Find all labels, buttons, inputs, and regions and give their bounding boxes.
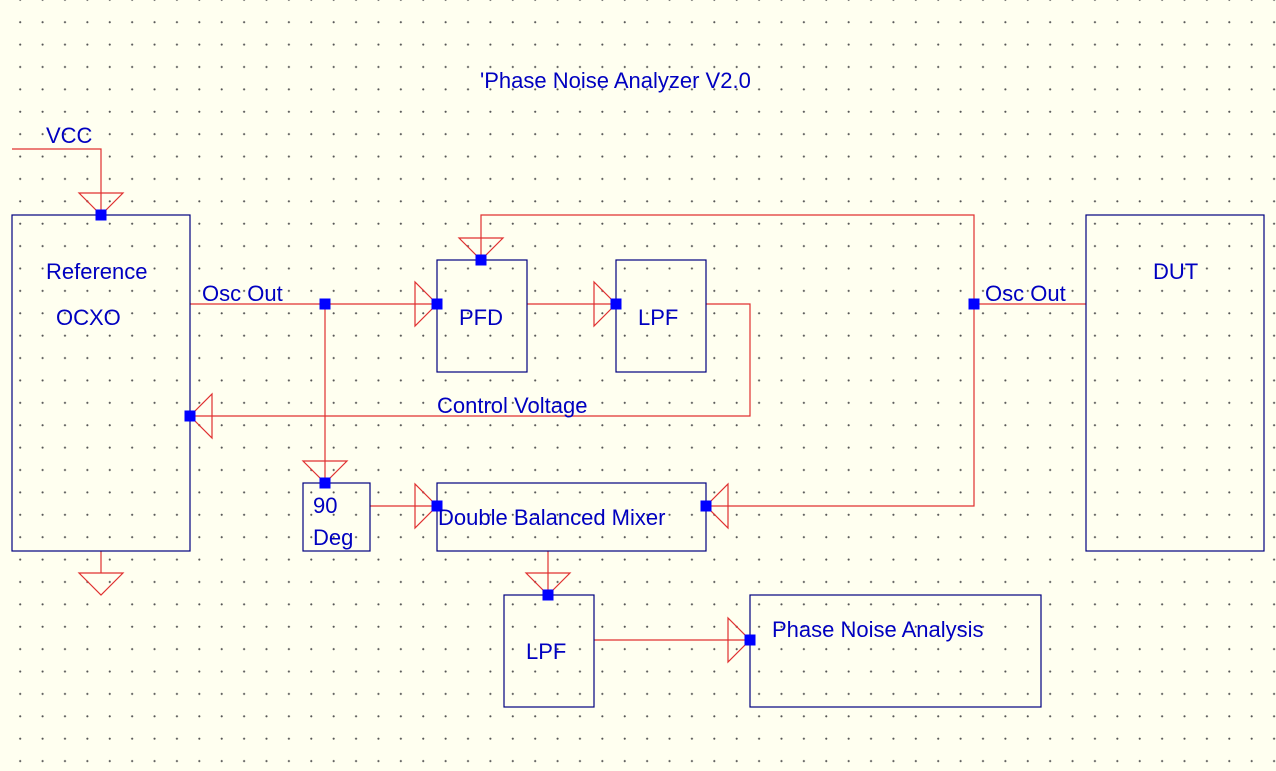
analysis-block xyxy=(749,594,1042,708)
control-voltage-wire xyxy=(190,303,751,417)
lpf-top-label: LPF xyxy=(638,305,679,330)
input-arrows xyxy=(77,192,751,664)
wires xyxy=(12,148,1086,641)
dut-label: DUT xyxy=(1153,259,1199,284)
lpf-top-block xyxy=(615,259,707,373)
analysis-pin xyxy=(744,634,756,646)
analysis-label: Phase Noise Analysis xyxy=(772,617,984,642)
tap-node-pin xyxy=(319,298,331,310)
dut-tap-node-pin xyxy=(968,298,980,310)
pfd-top-input-arrow-icon xyxy=(457,237,505,261)
analysis-input-arrow-icon xyxy=(727,616,751,664)
ground-symbol-icon xyxy=(77,572,125,596)
mixer-left-input-arrow-icon xyxy=(414,482,438,530)
vcc-label: VCC xyxy=(46,123,93,148)
diagram-title: 'Phase Noise Analyzer V2.0 xyxy=(480,68,751,93)
ref-osc-out-label: Osc Out xyxy=(202,281,283,306)
dut-osc-out-label: Osc Out xyxy=(985,281,1066,306)
90deg-input-pin xyxy=(319,477,331,489)
vcc-wire xyxy=(12,148,102,215)
pfd-left-input-arrow-icon xyxy=(414,280,438,328)
lpf-bottom-label: LPF xyxy=(526,639,567,664)
pfd-top-pin xyxy=(475,254,487,266)
dut-to-mixer-wire xyxy=(706,304,975,507)
mixer-label: Double Balanced Mixer xyxy=(438,505,666,530)
dut-block xyxy=(1085,214,1265,552)
mixer-left-pin xyxy=(431,500,443,512)
control-voltage-label: Control Voltage xyxy=(437,393,588,418)
lpf-bottom-input-arrow-icon xyxy=(524,572,572,596)
vcc-pin xyxy=(95,209,107,221)
ref-control-input-arrow-icon xyxy=(189,392,213,440)
mixer-block xyxy=(436,482,707,552)
mixer-right-pin xyxy=(700,500,712,512)
pfd-label: PFD xyxy=(459,305,503,330)
ocxo-label: OCXO xyxy=(56,305,121,330)
blocks xyxy=(11,214,1265,708)
90deg-block xyxy=(302,482,371,552)
pins xyxy=(95,209,980,646)
mixer-right-input-arrow-icon xyxy=(705,482,729,530)
ref-control-pin xyxy=(184,410,196,422)
vcc-input-arrow-icon xyxy=(77,192,125,216)
reference-label: Reference xyxy=(46,259,148,284)
dut-feedback-wire xyxy=(480,214,1086,305)
pfd-left-pin xyxy=(431,298,443,310)
90deg-line1-label: 90 xyxy=(313,493,338,518)
lpf-top-pin xyxy=(610,298,622,310)
lpf-bottom-pin xyxy=(542,589,554,601)
90deg-input-arrow-icon xyxy=(301,460,349,484)
lpf-top-input-arrow-icon xyxy=(593,280,617,328)
90deg-line2-label: Deg xyxy=(313,525,354,550)
